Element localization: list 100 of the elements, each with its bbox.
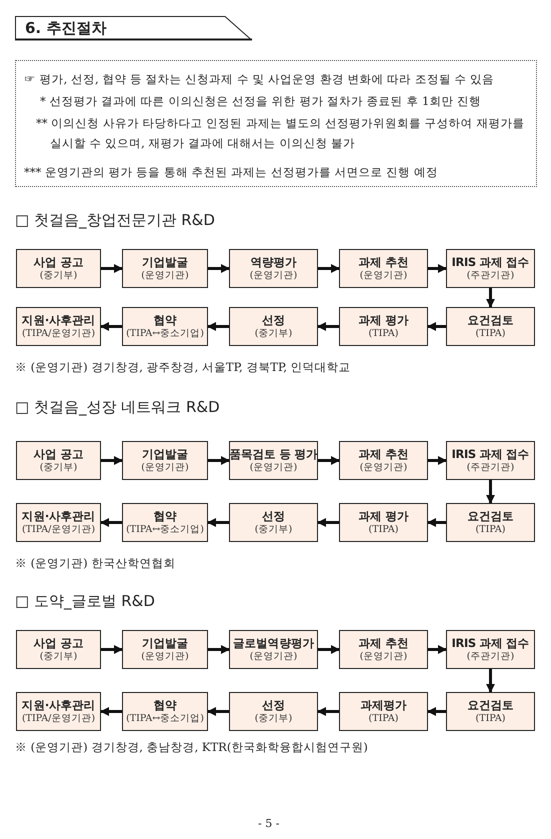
step-agency: (주관기관) [466, 270, 514, 282]
step-title: 품목검토 등 평가 [229, 447, 318, 462]
arrow [101, 456, 123, 465]
step-agency: (TIPA) [368, 524, 398, 536]
step-agency: (TIPA) [368, 328, 398, 340]
step-title: 협약 [153, 698, 177, 713]
arrow [208, 456, 230, 465]
arrow [207, 518, 229, 527]
step-agency: (중기부) [254, 328, 292, 340]
note-text: *** 운영기관의 평가 등을 통해 추천된 과제는 선정평가를 서면으로 진행 예정 [24, 164, 439, 181]
footnote: ※ (운영기관) 한국산학연협회 [15, 556, 176, 571]
arrow [427, 322, 446, 331]
step-title: 선정 [262, 509, 286, 524]
step-agency: (운영기관) [360, 462, 408, 474]
step-title: 과제 평가 [358, 509, 408, 524]
process-box [339, 249, 428, 288]
process-box [339, 503, 428, 542]
step-agency: (운영기관) [360, 651, 408, 663]
step-title: 기업발굴 [142, 255, 188, 270]
step-title: IRIS 과제 접수 [452, 636, 530, 651]
process-box [446, 503, 535, 542]
step-agency: (중기부) [254, 524, 292, 536]
step-agency: (운영기관) [141, 462, 189, 474]
step-title: 사업 공고 [33, 636, 84, 651]
arrow [208, 645, 230, 654]
arrow [486, 669, 495, 693]
process-box [122, 503, 208, 542]
footnote: ※ (운영기관) 경기창경, 충남창경, KTR(한국화학융합시험연구원) [15, 740, 368, 755]
page-number: - 5 - [258, 817, 280, 830]
step-agency: (중기부) [40, 651, 78, 663]
step-title: 글로벌역량평가 [232, 636, 314, 651]
arrow [428, 645, 447, 654]
process-box [229, 249, 318, 288]
arrow [317, 322, 339, 331]
arrow [318, 456, 340, 465]
step-title: 지원·사후관리 [22, 313, 96, 328]
process-box [446, 249, 535, 288]
step-title: 지원·사후관리 [22, 509, 96, 524]
arrow [100, 707, 122, 716]
step-title: 사업 공고 [33, 447, 84, 462]
step-title: 과제 평가 [358, 313, 408, 328]
step-title: 협약 [153, 313, 177, 328]
process-box [16, 630, 101, 669]
step-title: 요건검토 [467, 509, 514, 524]
step-title: 협약 [153, 509, 177, 524]
step-agency: (TIPA) [476, 328, 506, 340]
step-agency: (TIPA/운영기관) [22, 713, 96, 725]
process-box [446, 692, 535, 731]
arrow [428, 264, 447, 273]
process-box [122, 441, 208, 480]
process-box [122, 249, 208, 288]
step-title: 기업발굴 [142, 636, 188, 651]
arrow [207, 707, 229, 716]
step-title: 요건검토 [467, 698, 514, 713]
step-agency: (TIPA↔중소기업) [126, 328, 204, 340]
arrow [427, 518, 446, 527]
step-title: 과제 추천 [358, 447, 408, 462]
note-text: ☞ 평가, 선정, 협약 등 절차는 신청과제 수 및 사업운영 환경 변화에 따라 조정될 수 있음 [24, 71, 496, 88]
step-title: 선정 [262, 313, 286, 328]
note-text: ** 이의신청 사유가 타당하다고 인정된 과제는 별도의 선정평가위원회를 구성하여 재평가를 실시할 수 있으며, 재평가 결과에 대해서는 이의신청 불가 [36, 115, 526, 152]
process-box [16, 503, 101, 542]
process-box [339, 307, 428, 346]
arrow [318, 264, 340, 273]
step-agency: (TIPA/운영기관) [22, 524, 96, 536]
arrow [317, 518, 339, 527]
process-box [229, 692, 318, 731]
step-title: 과제 추천 [358, 636, 408, 651]
process-box [339, 630, 428, 669]
step-agency: (운영기관) [360, 270, 408, 282]
arrow [207, 322, 229, 331]
process-box [122, 307, 208, 346]
arrow [486, 480, 495, 504]
section-heading: □ 첫걸음_창업전문기관 R&D [15, 211, 215, 230]
step-agency: (중기부) [40, 270, 78, 282]
step-agency: (주관기관) [466, 462, 514, 474]
arrow [100, 322, 122, 331]
step-title: 역량평가 [250, 255, 297, 270]
arrow [486, 288, 495, 308]
step-title: 선정 [262, 698, 286, 713]
step-agency: (TIPA) [368, 713, 398, 725]
process-box [16, 692, 101, 731]
step-title: 과제평가 [360, 698, 407, 713]
process-box [229, 503, 318, 542]
arrow [208, 264, 230, 273]
arrow [101, 264, 123, 273]
step-agency: (주관기관) [466, 651, 514, 663]
step-agency: (TIPA) [476, 713, 506, 725]
section-title: 6. 추진절차 [15, 16, 252, 40]
arrow [428, 456, 447, 465]
step-title: 사업 공고 [33, 255, 84, 270]
step-agency: (TIPA/운영기관) [22, 328, 96, 340]
section-heading: □ 첫걸음_성장 네트워크 R&D [15, 398, 220, 417]
process-box [16, 441, 101, 480]
step-agency: (운영기관) [141, 651, 189, 663]
process-box [122, 692, 208, 731]
step-agency: (운영기관) [141, 270, 189, 282]
process-box [339, 441, 428, 480]
process-box [122, 630, 208, 669]
arrow [101, 645, 123, 654]
step-agency: (운영기관) [250, 462, 298, 474]
